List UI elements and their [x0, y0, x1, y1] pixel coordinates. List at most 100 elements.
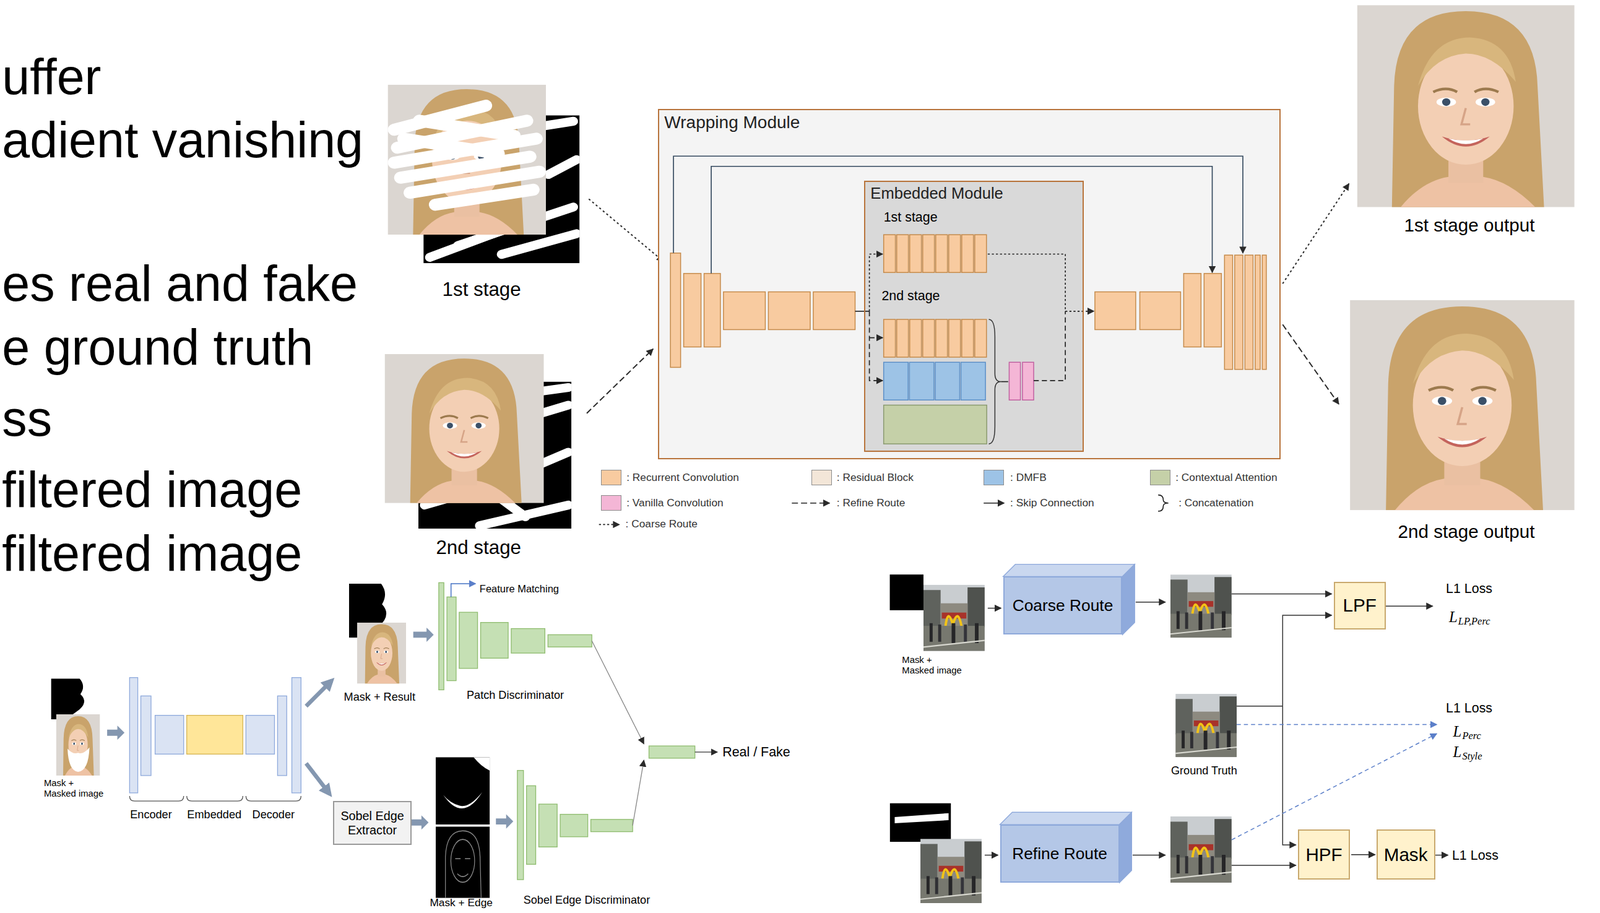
edge-image [435, 756, 490, 825]
dmfb-block [961, 362, 986, 400]
recurrent-convolution-block [723, 291, 766, 330]
slide-text-fragment: filtered image [1, 461, 303, 519]
recurrent-convolution-block [961, 234, 974, 273]
legend-sample [791, 502, 830, 504]
loss-lines [987, 607, 1001, 609]
legend-sample [599, 495, 1169, 525]
internal-routes [1033, 311, 1066, 381]
recurrent-convolution-block [948, 319, 961, 358]
generator-layer [141, 695, 152, 776]
input-image [67, 747, 90, 772]
block-arrow [413, 627, 434, 642]
street-image [890, 802, 952, 842]
discriminator-layer [446, 596, 457, 681]
bracket [245, 795, 301, 801]
recurrent-convolution-block [1255, 255, 1261, 370]
contextual-attention-block [883, 404, 988, 444]
loss-label: L1 Loss [1445, 581, 1493, 597]
block-arrow [306, 680, 332, 795]
lpf-box: LPF [1333, 581, 1386, 630]
street-image [923, 584, 985, 652]
part-label: Decoder [252, 807, 296, 821]
output-label: Real / Fake [722, 744, 791, 761]
output-caption: 1st stage output [1403, 214, 1535, 236]
legend-text: : Residual Block [836, 471, 914, 485]
legend-sample [983, 502, 1004, 504]
first-stage-input [394, 105, 540, 205]
wrapping-module: Wrapping ModuleEmbedded Module [657, 108, 1281, 459]
recurrent-convolution-block [1224, 255, 1233, 370]
recurrent-convolution-block [1203, 273, 1222, 348]
output-images [1349, 300, 1575, 511]
internal-routes [869, 337, 883, 339]
recurrent-convolution-block [896, 234, 909, 273]
generator-layer [129, 677, 301, 793]
route-arrows [1282, 324, 1339, 405]
feature-matching-arrow [451, 583, 476, 597]
route-box-3d [1122, 564, 1135, 636]
part-label: Sobel Edge Discriminator [523, 893, 651, 907]
discriminator-lines [591, 640, 718, 826]
legend-text: : Skip Connection [1010, 497, 1095, 510]
recurrent-convolution-block [704, 273, 721, 348]
route-box-3d [1119, 812, 1133, 883]
box-label: HPF [1302, 844, 1345, 866]
discriminator-layer [560, 814, 589, 837]
legend-text: : Refine Route [836, 497, 906, 510]
recurrent-convolution-block [768, 291, 811, 330]
legend-swatch [601, 469, 622, 486]
module-fill [657, 108, 1281, 459]
stage-label: 1st stage [883, 209, 938, 226]
loss-lines [1282, 615, 1332, 707]
recurrent-convolution-block [974, 319, 987, 358]
embedded-layer [186, 715, 244, 755]
legend-swatch [983, 469, 1004, 486]
part-label: Encoder [129, 807, 173, 821]
mask-box: Mask [1376, 829, 1436, 880]
box-label: LPF [1340, 594, 1380, 616]
slide-text-fragment: adient vanishing [1, 110, 364, 169]
part-label: Patch Discriminator [466, 688, 564, 702]
vanilla-convolution-block [1008, 362, 1034, 400]
internal-routes [869, 254, 883, 312]
legend-text: : Vanilla Convolution [626, 497, 723, 510]
dmfb-block [935, 362, 960, 400]
second-stage-input [384, 354, 545, 504]
discriminator-lines [695, 751, 718, 753]
legend-swatch [601, 495, 622, 511]
module-fill [657, 108, 1281, 459]
image-caption: Mask + Masked image [901, 654, 964, 676]
dmfb-block [883, 362, 986, 400]
loss-symbol: L [1453, 743, 1462, 761]
route-arrows [588, 198, 663, 262]
recurrent-convolution-block [948, 234, 961, 273]
result-image [349, 583, 407, 684]
discriminator-layer [459, 612, 478, 669]
internal-routes [855, 254, 1095, 382]
loss-lines [1231, 864, 1297, 866]
recurrent-convolution-block [683, 273, 702, 348]
image-caption: Mask + Edge [429, 896, 493, 910]
module-title: Embedded Module [865, 181, 1082, 205]
legend-text: : Contextual Attention [1175, 471, 1277, 485]
recurrent-convolution-block [1183, 273, 1201, 348]
legend-sample [1158, 495, 1168, 512]
input-caption: 2nd stage [435, 536, 522, 559]
refine-route-box: Refine Route [1000, 824, 1120, 883]
legend-text: : Recurrent Convolution [626, 471, 740, 485]
dmfb-block [909, 362, 935, 400]
discriminator-layer [517, 770, 524, 880]
skip-connection [673, 155, 1243, 254]
perceptual-loss-lines [1231, 733, 1437, 840]
first-stage-input [387, 84, 546, 235]
discriminator-layer [526, 785, 537, 865]
route-arrows [1282, 183, 1349, 285]
output-images [1357, 4, 1575, 207]
street-image [1170, 816, 1232, 883]
loss-lines [1132, 854, 1166, 856]
route-box-3d [1003, 564, 1136, 577]
block-arrow [410, 815, 429, 830]
